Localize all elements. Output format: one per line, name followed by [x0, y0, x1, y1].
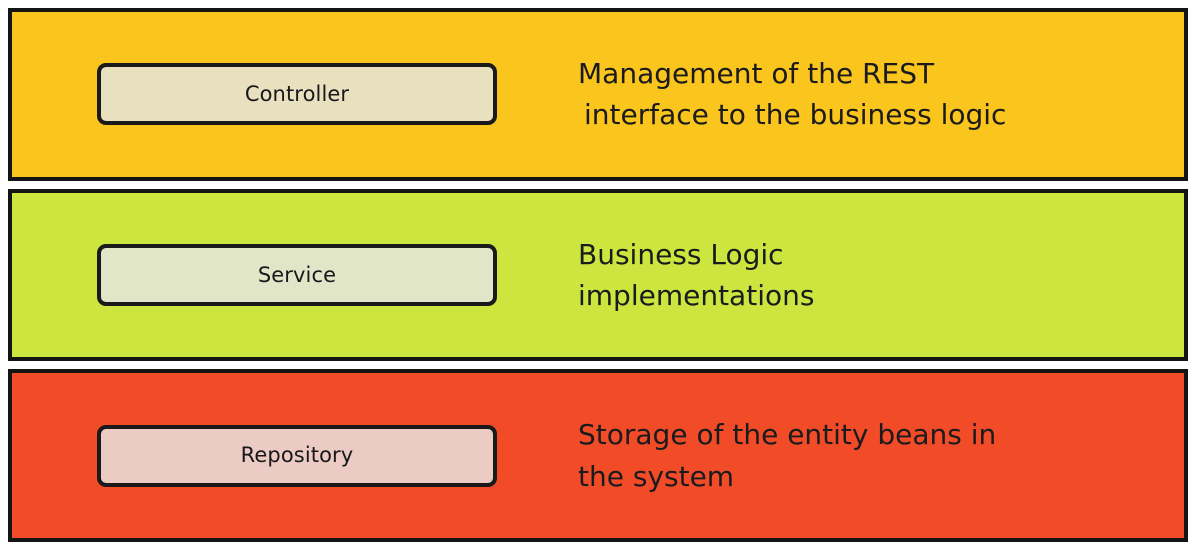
layer-box-container-repository: Repository [12, 424, 512, 487]
layer-description-line: the system [578, 459, 735, 493]
layer-box-container-service: Service [12, 244, 512, 306]
tier-box-service[interactable]: Service [97, 244, 497, 306]
layer-band-controller: Controller Management of the REST interf… [8, 8, 1188, 181]
layer-band-service: Service Business Logic implementations [8, 188, 1188, 362]
layer-description-line: interface to the business logic [584, 98, 1007, 132]
layer-description-line: Business Logic [578, 237, 784, 271]
layer-description-controller: Management of the REST interface to the … [512, 53, 1184, 136]
tier-box-repository[interactable]: Repository [97, 424, 497, 487]
layer-description-line: implementations [578, 279, 815, 312]
tier-box-controller[interactable]: Controller [97, 63, 497, 126]
layer-description-repository: Storage of the entity beans in the syste… [512, 414, 1184, 497]
tier-box-label-repository: Repository [240, 443, 354, 468]
layer-box-container-controller: Controller [12, 63, 512, 126]
tier-box-label-service: Service [257, 262, 337, 287]
layer-description-service: Business Logic implementations [512, 234, 1184, 317]
layer-description-line: Management of the REST [578, 56, 935, 90]
layer-description-line: Storage of the entity beans in [578, 418, 997, 452]
layer-band-repository: Repository Storage of the entity beans i… [8, 369, 1188, 543]
tier-box-label-controller: Controller [244, 81, 350, 106]
